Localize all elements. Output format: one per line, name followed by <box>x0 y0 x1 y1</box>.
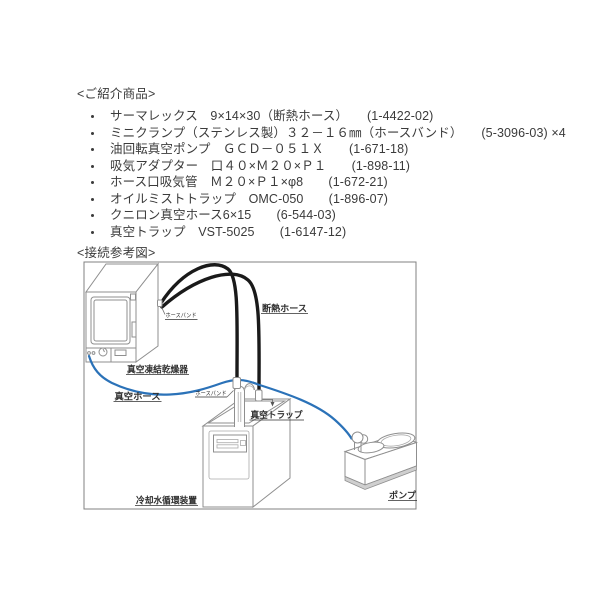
dryer-door-window <box>90 296 131 345</box>
product-text: 吸気アダプター 口４０×Ｍ２０×Ｐ１ (1-898-11) <box>110 158 411 173</box>
label-vacuum-hose: 真空ホース <box>115 391 161 402</box>
pump <box>343 431 418 490</box>
cooler-front-panel <box>208 430 250 480</box>
insulated-hoses <box>157 263 261 394</box>
cooler-display <box>213 434 247 453</box>
bullet-icon <box>91 197 95 201</box>
list-item: ホース口吸気管 Ｍ２０×Ｐ１×φ8 (1-672-21) <box>88 174 566 191</box>
trap-leader-line <box>262 399 273 403</box>
list-item: 吸気アダプター 口４０×Ｍ２０×Ｐ１ (1-898-11) <box>88 158 566 175</box>
label-vacuum-trap: 真空トラップ <box>251 409 304 420</box>
list-item: ミニクランプ（ステンレス製）３２－１６㎜（ホースバンド） (5-3096-03)… <box>88 125 566 142</box>
bullet-icon <box>91 164 95 168</box>
list-item: サーマレックス 9×14×30（断熱ホース） (1-4422-02) <box>88 108 566 125</box>
bullet-icon <box>91 148 95 152</box>
product-text: ミニクランプ（ステンレス製）３２－１６㎜（ホースバンド） (5-3096-03)… <box>110 125 566 140</box>
bullet-icon <box>91 214 95 218</box>
product-text: 油回転真空ポンプ ＧＣＤ－０５１Ｘ (1-671-18) <box>110 142 409 156</box>
trap-connector-left <box>232 377 241 389</box>
pump-pulley <box>357 441 385 454</box>
down-arrow-icon <box>270 402 275 407</box>
vacuum-trap <box>232 377 275 427</box>
label-cooler: 冷却水循環装置 <box>136 495 197 506</box>
bullet-icon <box>91 115 95 119</box>
product-text: クニロン真空ホース6×15 (6-544-03) <box>110 208 336 222</box>
vacuum-hose-line <box>87 354 353 440</box>
bullet-icon <box>91 131 95 135</box>
insulated-hose-1 <box>159 263 239 379</box>
list-item: 油回転真空ポンプ ＧＣＤ－０５１Ｘ (1-671-18) <box>88 141 566 158</box>
dryer-hose-connector <box>157 299 163 307</box>
products-heading: <ご紹介商品> <box>77 87 156 101</box>
product-text: ホース口吸気管 Ｍ２０×Ｐ１×φ8 (1-672-21) <box>110 175 388 189</box>
diagram-labels: 真空凍結乾燥器 ホースバンド 断熱ホース 真空ホース ホースバンド 真空トラップ… <box>113 303 417 506</box>
cooler <box>201 398 292 509</box>
dryer-handle <box>131 321 137 338</box>
label-pump: ポンプ <box>389 490 417 501</box>
product-list: サーマレックス 9×14×30（断熱ホース） (1-4422-02) ミニクラン… <box>88 108 566 240</box>
label-freeze-dryer: 真空凍結乾燥器 <box>127 364 189 375</box>
trap-connector-right <box>255 389 263 402</box>
dryer-gauge <box>98 347 108 357</box>
list-item: クニロン真空ホース6×15 (6-544-03) <box>88 207 566 224</box>
freeze-dryer <box>85 262 160 363</box>
pump-inlet-port <box>351 431 364 444</box>
list-item: 真空トラップ VST-5025 (1-6147-12) <box>88 224 566 241</box>
label-hose-band-dryer: ホースバンド <box>166 313 197 320</box>
product-text: 真空トラップ VST-5025 (1-6147-12) <box>110 224 347 239</box>
label-insulated-hose: 断熱ホース <box>262 303 307 314</box>
bullet-icon <box>91 230 95 234</box>
list-item: オイルミストトラップ OMC-050 (1-896-07) <box>88 191 566 208</box>
dryer-port <box>87 351 91 355</box>
label-hose-band-trap: ホースバンド <box>196 391 227 398</box>
bullet-icon <box>91 181 95 185</box>
product-text: オイルミストトラップ OMC-050 (1-896-07) <box>110 191 389 206</box>
dryer-latch <box>130 293 136 301</box>
diagram-heading: <接続参考図> <box>77 246 156 260</box>
pump-plinth <box>344 465 417 490</box>
diagram-border <box>83 261 417 510</box>
insulated-hose-2 <box>160 272 261 394</box>
product-text: サーマレックス 9×14×30（断熱ホース） (1-4422-02) <box>110 109 434 123</box>
